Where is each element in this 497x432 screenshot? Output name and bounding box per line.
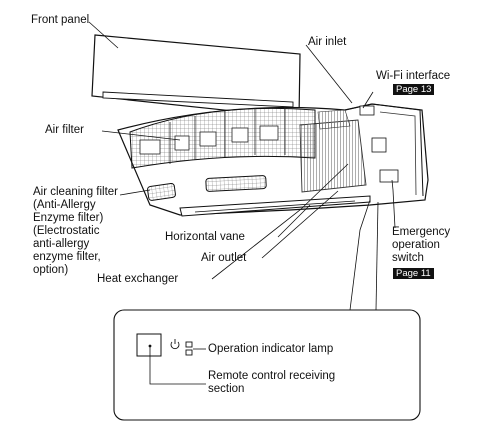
- air-cleaning-line-5: anti-allergy: [33, 238, 90, 250]
- air-cleaning-line-2: (Anti-Allergy: [33, 199, 96, 211]
- label-operation-indicator-lamp: Operation indicator lamp: [208, 343, 334, 355]
- page-ref-wifi: Page 13: [393, 84, 435, 95]
- air-cleaning-line-7: option): [33, 264, 69, 276]
- remote-line-1: Remote control receiving: [208, 370, 336, 382]
- label-air-inlet: Air inlet: [308, 36, 347, 48]
- horizontal-vane-shape: [179, 195, 371, 217]
- unit-details: [359, 105, 399, 183]
- page-ref-emergency: Page 11: [393, 268, 434, 279]
- label-air-cleaning-filter: Air cleaning filter (Anti-Allergy Enzyme…: [33, 186, 118, 277]
- label-emergency-switch: Emergency operation switch: [392, 226, 450, 265]
- air-cleaning-line-3: Enzyme filter): [33, 212, 104, 224]
- air-cleaning-filter-shapes: [147, 175, 267, 201]
- label-air-outlet: Air outlet: [201, 252, 247, 264]
- label-heat-exchanger: Heat exchanger: [97, 273, 179, 285]
- heat-exchanger-shape: [299, 109, 367, 193]
- air-filter-shape: [129, 107, 316, 169]
- callout-box: [113, 309, 421, 421]
- power-symbol-icon: [170, 339, 180, 350]
- emergency-line-3: switch: [392, 252, 424, 264]
- indicator-lamp-icon: [185, 341, 193, 356]
- label-air-filter: Air filter: [45, 124, 84, 136]
- label-remote-receiving: Remote control receiving section: [208, 370, 335, 396]
- air-cleaning-line-4: (Electrostatic: [33, 225, 100, 237]
- emergency-line-1: Emergency: [392, 226, 451, 238]
- leader-lines: [88, 21, 396, 311]
- air-cleaning-line-6: enzyme filter,: [33, 251, 101, 263]
- front-panel-shape: [91, 34, 301, 119]
- label-horizontal-vane: Horizontal vane: [165, 231, 245, 243]
- label-wifi-interface: Wi-Fi interface: [376, 70, 451, 82]
- remote-line-2: section: [208, 383, 245, 395]
- label-front-panel: Front panel: [31, 14, 90, 26]
- emergency-line-2: operation: [392, 239, 440, 251]
- air-cleaning-line-1: Air cleaning filter: [33, 186, 119, 198]
